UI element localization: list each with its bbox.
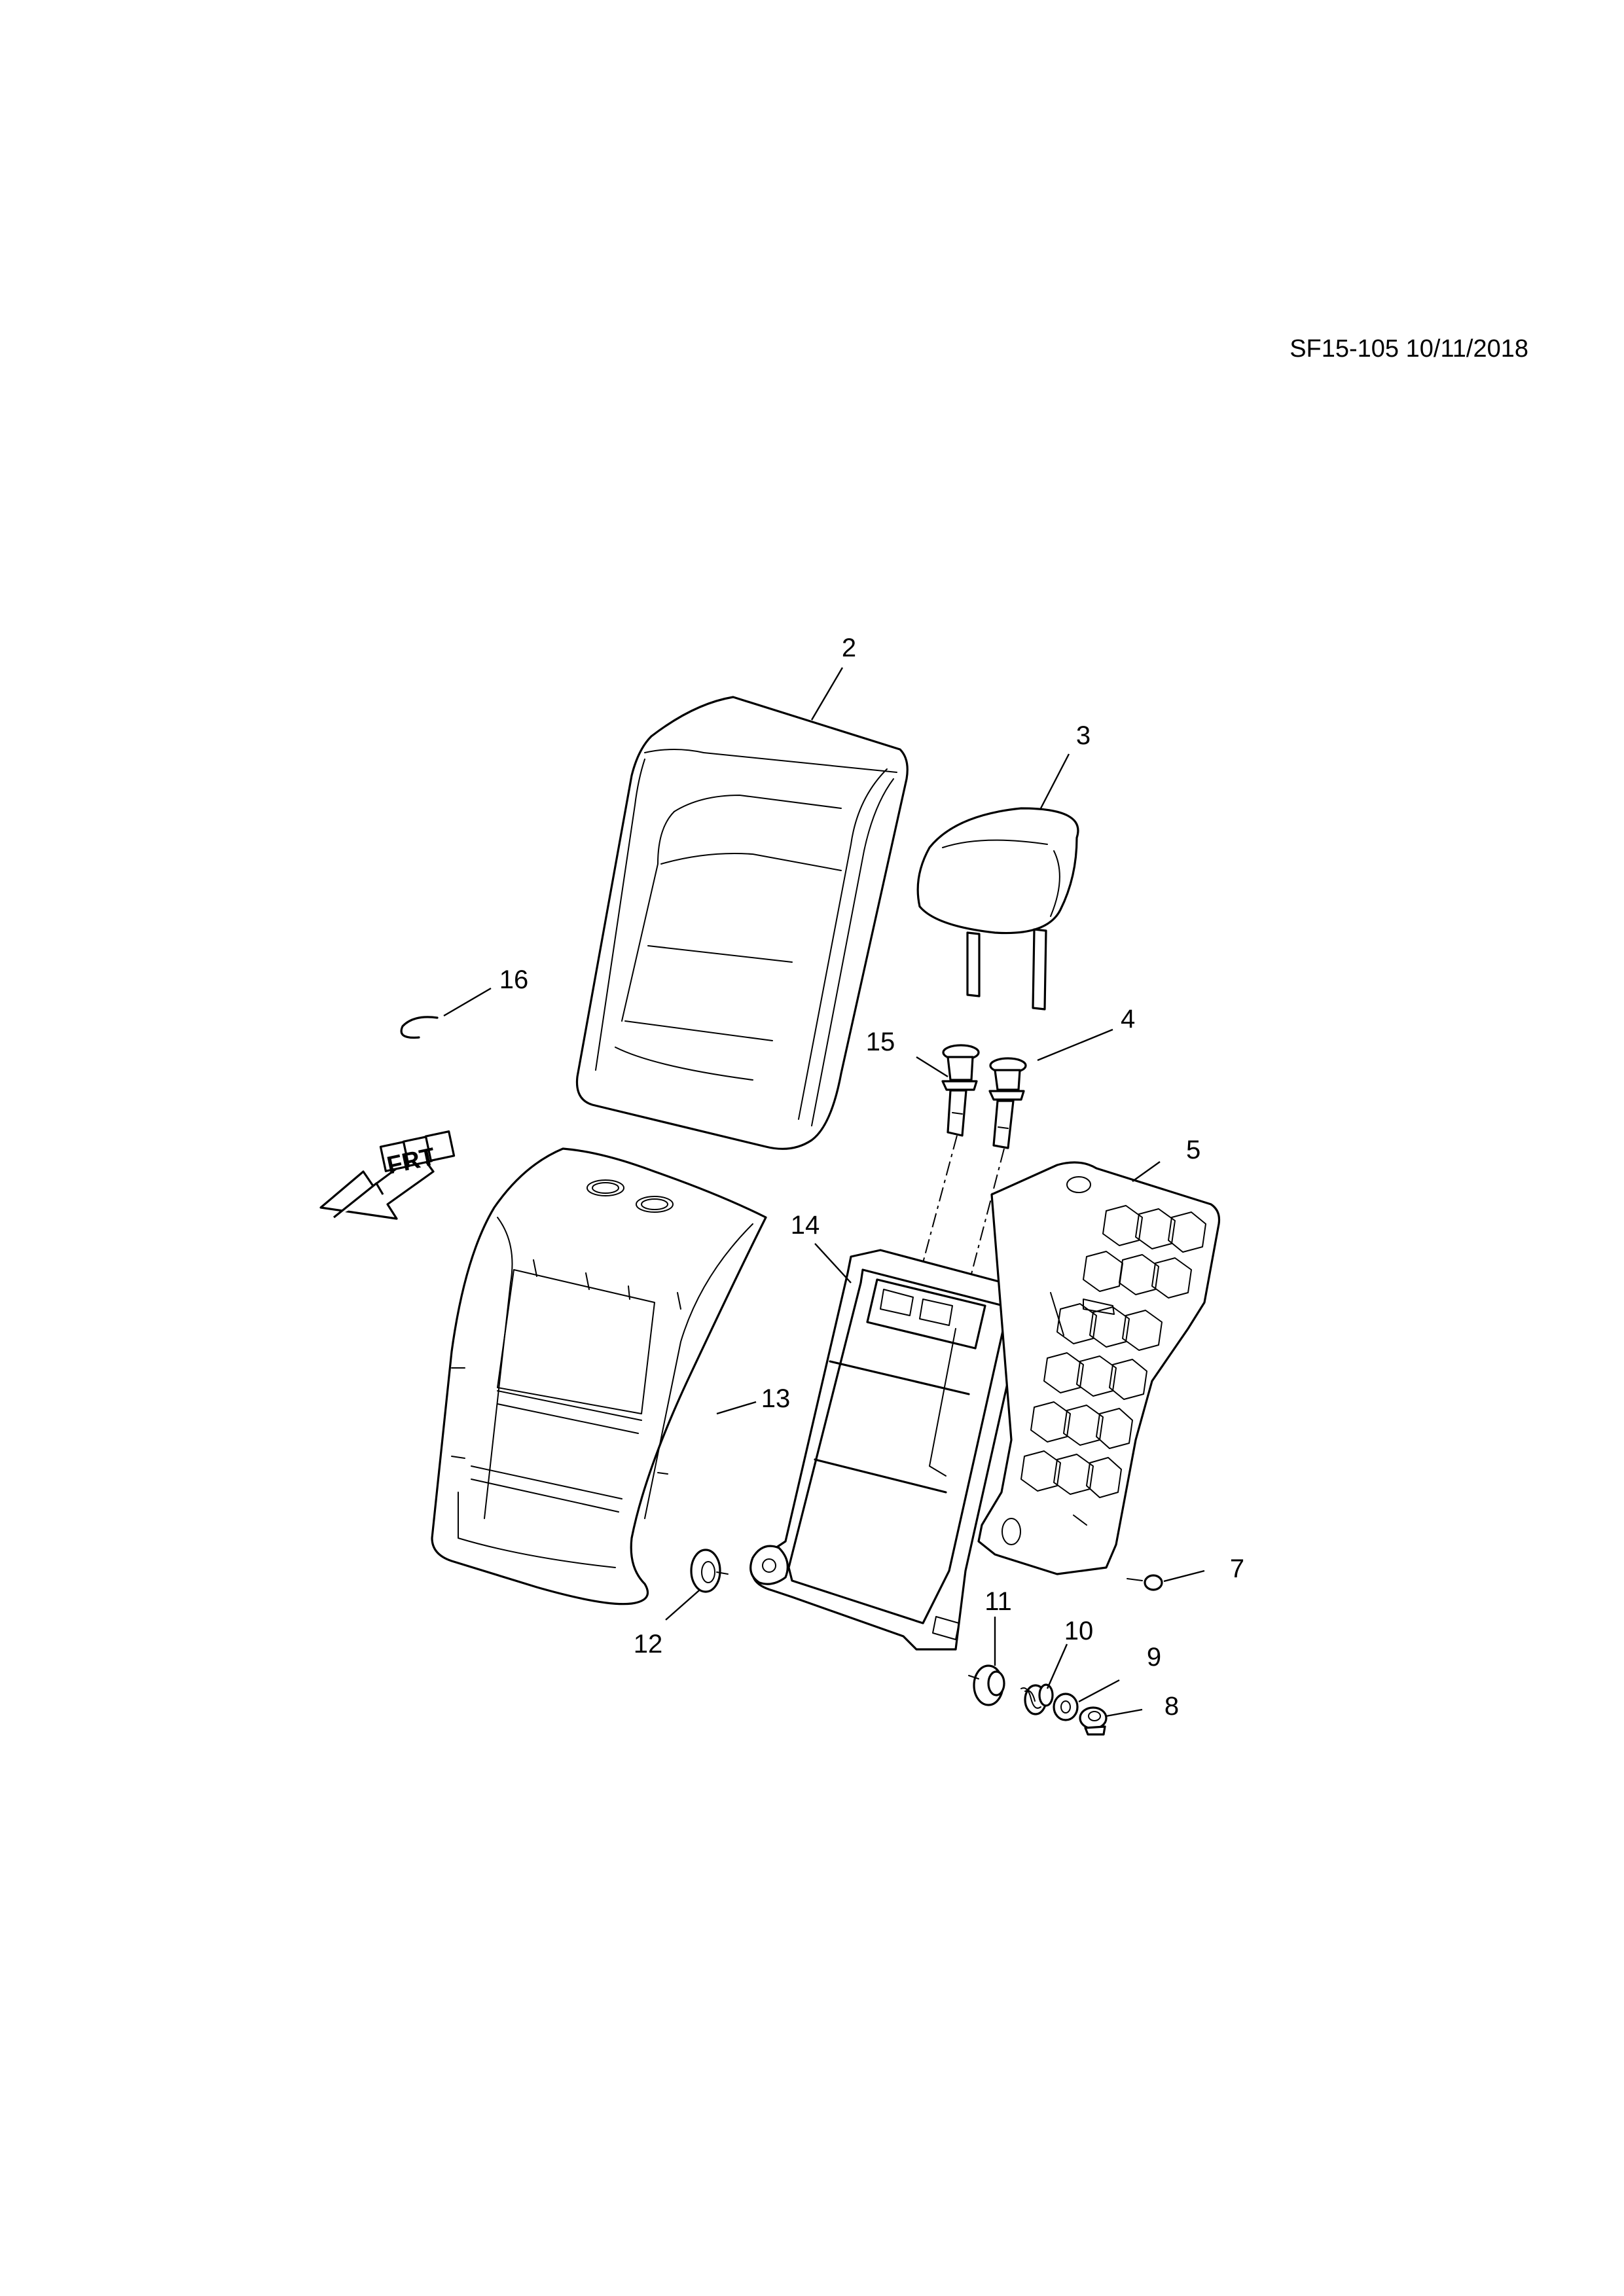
part-12-bushing [690, 1549, 729, 1593]
front-direction-arrow-icon: FRT [319, 1130, 456, 1220]
callout-14: 14 [791, 1211, 820, 1240]
part-10-spring [1020, 1683, 1054, 1715]
part-13-seat-back-pad [431, 1147, 767, 1605]
part-15-headrest-guide [941, 1044, 980, 1137]
part-5-back-panel [977, 1161, 1221, 1575]
part-8-bolt [1079, 1706, 1108, 1736]
callout-11: 11 [984, 1587, 1012, 1616]
callout-7: 7 [1230, 1554, 1244, 1583]
callout-12: 12 [634, 1630, 663, 1659]
document-reference: SF15-105 10/11/2018 [1290, 335, 1528, 363]
callout-3: 3 [1076, 721, 1091, 750]
callout-15: 15 [866, 1028, 895, 1056]
part-2-seat-back-cover [575, 696, 909, 1150]
part-9-washer [1053, 1693, 1079, 1721]
callout-leaders [443, 667, 1205, 1717]
callout-10: 10 [1064, 1617, 1094, 1645]
callout-5: 5 [1186, 1136, 1200, 1164]
part-16-clip [400, 1016, 439, 1039]
part-4-headrest-guide [988, 1057, 1027, 1149]
part-3-head-restraint [916, 807, 1079, 1011]
part-14-seat-back-frame [749, 1249, 1043, 1651]
part-7-nut [1127, 1574, 1163, 1591]
callout-8: 8 [1164, 1692, 1179, 1721]
part-11-pivot-bushing [968, 1664, 1005, 1706]
callout-9: 9 [1147, 1643, 1161, 1672]
callout-4: 4 [1121, 1005, 1135, 1033]
callout-13: 13 [761, 1384, 791, 1413]
callout-2: 2 [842, 634, 856, 662]
callout-16: 16 [499, 965, 529, 994]
